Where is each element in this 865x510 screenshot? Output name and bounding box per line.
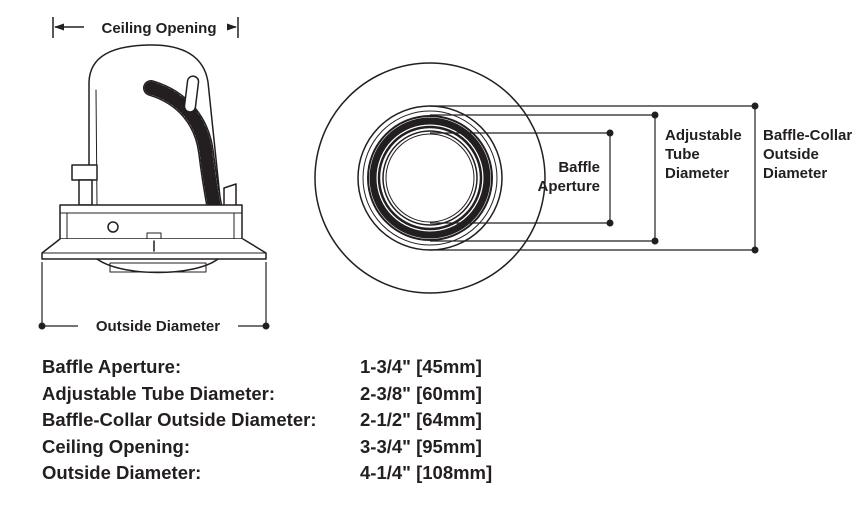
clip-stem xyxy=(78,179,93,206)
spec-row: Baffle Aperture: 1-3/4" [45mm] xyxy=(42,354,582,381)
spec-label: Baffle Aperture: xyxy=(42,356,182,377)
spec-value: 2-1/2" [64mm] xyxy=(360,409,482,430)
baffle-dark-ring xyxy=(369,117,491,239)
spec-row: Outside Diameter: 4-1/4" [108mm] xyxy=(42,460,582,487)
outside-diameter-dimension xyxy=(38,262,270,330)
outer-flange-circle xyxy=(314,62,546,294)
dim-dot xyxy=(606,129,614,137)
spec-label: Adjustable Tube Diameter: xyxy=(42,382,276,404)
spec-row: Ceiling Opening: 3-3/4" [95mm] xyxy=(42,434,582,461)
clip-top xyxy=(71,164,98,181)
spec-label: Baffle-Collar Outside Diameter: xyxy=(42,409,317,430)
ceiling-opening-label: Ceiling Opening xyxy=(101,20,217,37)
dim-dot xyxy=(651,111,659,119)
dim-dot xyxy=(651,237,659,245)
housing-outline xyxy=(88,44,222,208)
spec-value: 2-3/8" [60mm] xyxy=(360,382,482,404)
spec-label: Ceiling Opening: xyxy=(42,435,190,457)
dim-dot xyxy=(606,219,614,227)
conduit-ribs xyxy=(144,81,222,217)
right-bracket xyxy=(223,183,237,206)
baffle-aperture-dimension xyxy=(430,129,614,227)
frame-screw xyxy=(107,221,119,233)
baffle-aperture-label: Baffle Aperture xyxy=(537,159,600,195)
spec-row: Adjustable Tube Diameter: 2-3/8" [60mm] xyxy=(42,381,582,408)
outside-diameter-label: Outside Diameter xyxy=(95,318,221,335)
spec-row: Baffle-Collar Outside Diameter: 2-1/2" [… xyxy=(42,407,582,434)
housing-inner-line xyxy=(95,89,98,206)
baffle-collar-dimension xyxy=(430,102,759,254)
housing-slot xyxy=(183,75,200,113)
baffle-collar-outside-diameter-label: Baffle-Collar Outside Diameter xyxy=(763,127,853,182)
left-arrowhead xyxy=(54,23,64,31)
spec-value: 3-3/4" [95mm] xyxy=(360,435,482,457)
spec-label: Outside Diameter: xyxy=(42,462,202,483)
right-arrowhead xyxy=(227,23,237,31)
ceiling-opening-dimension xyxy=(52,17,239,38)
aperture-circle xyxy=(385,133,475,223)
adjustable-tube-diameter-label: Adjustable Tube Diameter xyxy=(665,127,742,182)
side-view-drawing xyxy=(41,44,267,274)
dim-dot xyxy=(751,246,759,254)
dim-dot xyxy=(38,322,46,330)
dim-dot xyxy=(262,322,270,330)
dim-dot xyxy=(751,102,759,110)
spec-value: 1-3/4" [45mm] xyxy=(360,356,482,377)
lens-bump xyxy=(96,258,219,274)
mounting-frame xyxy=(59,204,243,240)
spec-table: Baffle Aperture: 1-3/4" [45mm] Adjustabl… xyxy=(42,354,582,487)
lens-face xyxy=(109,262,207,273)
spec-value: 4-1/4" [108mm] xyxy=(360,462,493,483)
adjustable-tube-dimension xyxy=(430,111,659,245)
